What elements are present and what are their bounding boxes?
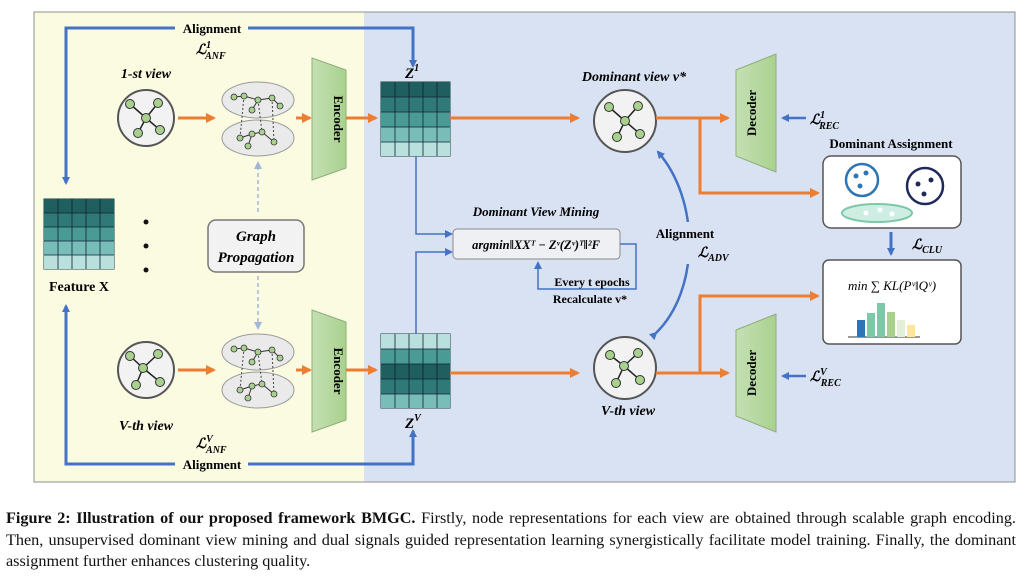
frame-border [33, 11, 1016, 483]
dominant-view-mining-title: Dominant View Mining [472, 204, 600, 219]
bottom-alignment-label: Alignment [183, 457, 242, 472]
every-t-epochs-label: Every t epochs [554, 275, 630, 289]
figure-caption: Figure 2: Illustration of our proposed f… [6, 508, 1016, 573]
bottom-alignment-arrow-right [248, 429, 417, 466]
recalculate-label: Recalculate v* [553, 292, 627, 306]
arrow-dominant-to-assignment [698, 118, 820, 198]
decoder-top-label: Decoder [744, 90, 759, 136]
zv-matrix [380, 333, 451, 409]
decoder-bottom-label: Decoder [744, 350, 759, 396]
vth-view-right-graph-icon [593, 336, 657, 400]
vth-view-right-label: V-th view [601, 404, 656, 419]
adv-loss: ℒADV [698, 246, 730, 264]
kl-formula: min ∑ KL(Pᵛ‖Qᵛ) [848, 278, 936, 293]
top-alignment-label: Alignment [183, 21, 242, 36]
graph-propagation-box [207, 219, 305, 273]
adv-label-bg [646, 222, 724, 264]
clu-loss: ℒCLU [912, 238, 943, 256]
middle-alignment-label: Alignment [656, 226, 715, 241]
encoder-top: Encoder [311, 57, 347, 181]
mining-formula: argmin‖XXᵀ − Zᵛ(Zᵛ)ᵀ‖²F [472, 238, 601, 252]
top-alignment-arrow-right [248, 26, 417, 68]
arrow-vth-to-kl-box [698, 291, 820, 373]
recalculate-loop-arrow [534, 243, 637, 290]
caption-prefix: Figure 2: Illustration of our proposed f… [6, 509, 416, 527]
top-alignment-arrow-left [62, 26, 175, 185]
decoder-bottom: Decoder [735, 313, 777, 433]
bottom-alignment-arrow-left [62, 304, 175, 466]
views-ellipsis [143, 219, 149, 273]
arrow-zv-to-mining [415, 248, 453, 334]
dominant-view-label: Dominant view v* [581, 70, 687, 85]
arrow-z1-to-mining [415, 156, 453, 238]
encoder-bottom-label: Encoder [331, 348, 346, 395]
feature-x-matrix [43, 198, 115, 270]
encoder-bottom: Encoder [311, 309, 347, 433]
feature-x-label: Feature X [49, 280, 109, 295]
z1-label: Z1 [404, 63, 419, 82]
vth-view-graph-icon [117, 341, 175, 399]
caption-body: Firstly, node representations for each v… [6, 509, 1016, 570]
encoder-top-label: Encoder [331, 96, 346, 143]
first-view-propagation-stack [221, 81, 295, 157]
graph-propagation-line1: Graph [236, 229, 276, 245]
z1-matrix [380, 81, 451, 157]
zv-label: ZV [404, 413, 422, 432]
dominant-assignment-title: Dominant Assignment [829, 136, 953, 151]
vth-view-propagation-stack [221, 333, 295, 409]
graph-propagation-line2: Propagation [218, 250, 295, 266]
bar-chart-icon [848, 303, 920, 338]
first-view-label: 1-st view [121, 67, 172, 82]
cluster-icon [841, 162, 945, 223]
decoder-top: Decoder [735, 53, 777, 173]
first-view-graph-icon [117, 89, 175, 147]
dominant-view-graph-icon [593, 89, 657, 153]
vth-view-label: V-th view [119, 419, 174, 434]
